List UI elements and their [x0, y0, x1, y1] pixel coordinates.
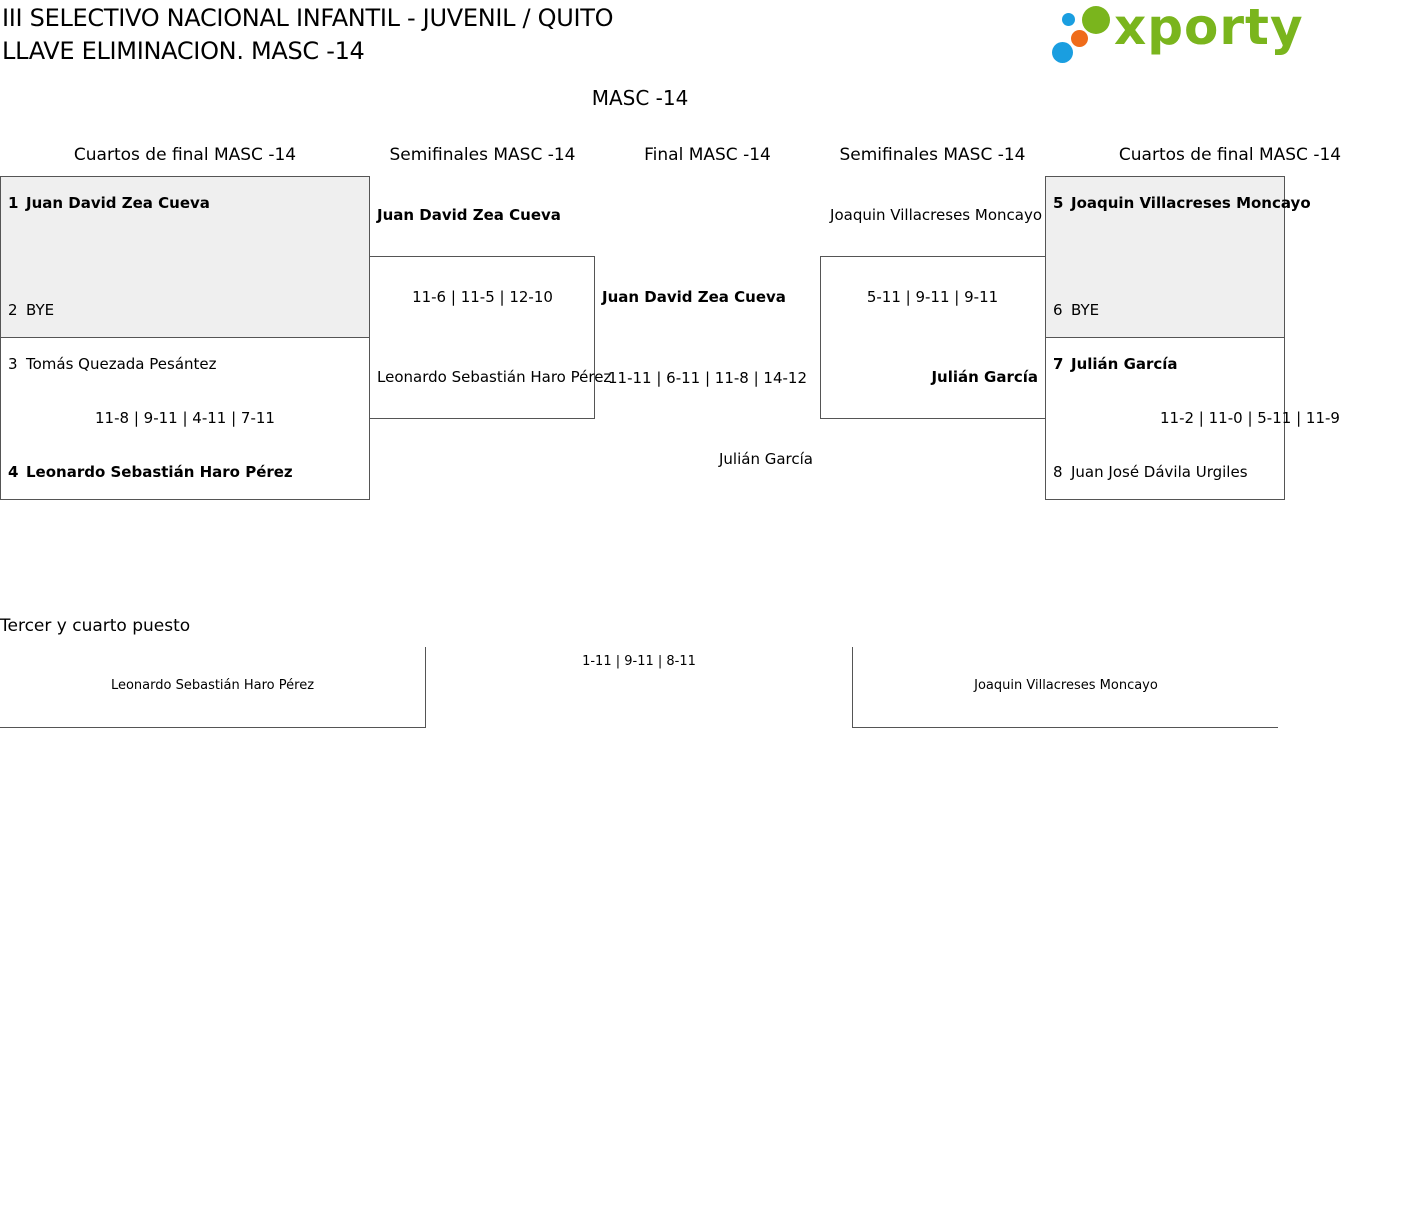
- logo-dot-blue-bottom: [1052, 42, 1073, 63]
- player-name: Juan David Zea Cueva: [26, 194, 210, 212]
- seed-number: 7: [1053, 355, 1064, 373]
- final-player1: Juan David Zea Cueva: [602, 288, 786, 306]
- third-place-right-baseline: [852, 727, 1278, 728]
- logo-dot-green: [1082, 6, 1110, 34]
- logo-dot-orange: [1071, 30, 1088, 47]
- round-header-quarter-right: Cuartos de final MASC -14: [1118, 145, 1342, 165]
- round-header-quarter-left: Cuartos de final MASC -14: [73, 145, 297, 165]
- semi-left-score: 11-6 | 11-5 | 12-10: [412, 288, 553, 306]
- player-name: BYE: [1071, 301, 1100, 319]
- final-player2: Julián García: [719, 450, 813, 468]
- player-name: Julián García: [1071, 355, 1178, 373]
- semifinal-left-bracket: [369, 256, 595, 419]
- third-place-left-baseline: [0, 727, 426, 728]
- player-name: Tomás Quezada Pesántez: [26, 355, 217, 373]
- third-place-right-divider: [852, 647, 853, 727]
- seed-number: 8: [1053, 463, 1063, 481]
- round-header-semi-left: Semifinales MASC -14: [389, 145, 576, 165]
- third-place-player1: Leonardo Sebastián Haro Pérez: [110, 678, 315, 693]
- quarterfinal-right-match-2: [1045, 337, 1285, 500]
- qf-right-2-player1: 7 Julián García: [1053, 355, 1178, 373]
- third-place-score: 1-11 | 9-11 | 8-11: [582, 654, 696, 669]
- semi-right-score: 5-11 | 9-11 | 9-11: [866, 288, 999, 306]
- third-place-title: Tercer y cuarto puesto: [0, 616, 191, 636]
- seed-number: 6: [1053, 301, 1063, 319]
- third-place-player2: Joaquin Villacreses Moncayo: [974, 678, 1158, 693]
- quarterfinal-left-match-1: [0, 176, 370, 338]
- qf-left-2-score: 11-8 | 9-11 | 4-11 | 7-11: [95, 409, 275, 427]
- semi-right-player2: Julián García: [931, 368, 1038, 386]
- qf-right-1-player1: 5 Joaquin Villacreses Moncayo: [1053, 194, 1311, 212]
- logo-wordmark: xporty: [1114, 0, 1304, 56]
- quarterfinal-right-match-1: [1045, 176, 1285, 338]
- round-header-final: Final MASC -14: [644, 145, 771, 165]
- qf-right-1-player2: 6 BYE: [1053, 301, 1099, 319]
- player-name: Leonardo Sebastián Haro Pérez: [26, 463, 293, 481]
- seed-number: 2: [8, 301, 18, 319]
- page-title-line2: LLAVE ELIMINACION. MASC -14: [2, 37, 365, 65]
- qf-left-2-player1: 3 Tomás Quezada Pesántez: [8, 355, 217, 373]
- qf-right-2-player2: 8 Juan José Dávila Urgiles: [1053, 463, 1248, 481]
- page-title-line1: III SELECTIVO NACIONAL INFANTIL - JUVENI…: [2, 4, 614, 32]
- player-name: Joaquin Villacreses Moncayo: [1071, 194, 1311, 212]
- semi-right-player1: Joaquin Villacreses Moncayo: [830, 206, 1042, 224]
- player-name: BYE: [26, 301, 55, 319]
- player-name: Juan José Dávila Urgiles: [1071, 463, 1248, 481]
- seed-number: 4: [8, 463, 19, 481]
- qf-right-2-score: 11-2 | 11-0 | 5-11 | 11-9: [1160, 409, 1340, 427]
- seed-number: 5: [1053, 194, 1064, 212]
- seed-number: 1: [8, 194, 19, 212]
- final-score: 11-11 | 6-11 | 11-8 | 14-12: [607, 369, 808, 387]
- round-header-semi-right: Semifinales MASC -14: [839, 145, 1026, 165]
- qf-left-2-player2: 4 Leonardo Sebastián Haro Pérez: [8, 463, 293, 481]
- semi-left-player1: Juan David Zea Cueva: [377, 206, 561, 224]
- qf-left-1-player1: 1 Juan David Zea Cueva: [8, 194, 210, 212]
- semifinal-right-bracket: [820, 256, 1046, 419]
- xporty-logo: xporty: [1052, 0, 1303, 66]
- logo-dot-blue-top: [1062, 13, 1075, 26]
- seed-number: 3: [8, 355, 18, 373]
- qf-left-1-player2: 2 BYE: [8, 301, 54, 319]
- third-place-left-divider: [425, 647, 426, 727]
- semi-left-player2: Leonardo Sebastián Haro Pérez: [377, 368, 612, 386]
- category-title: MASC -14: [591, 86, 689, 110]
